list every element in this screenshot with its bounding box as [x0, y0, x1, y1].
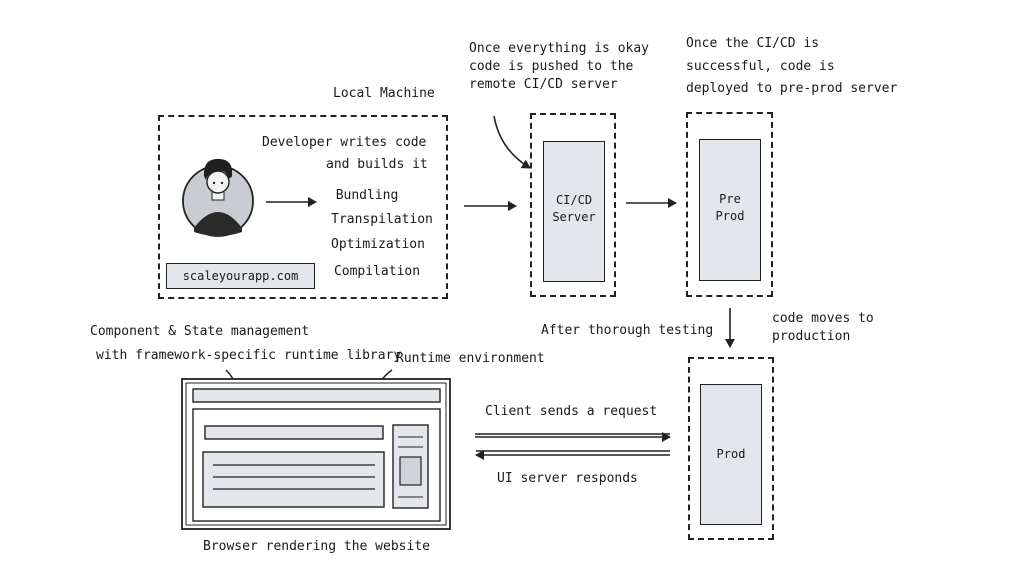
push-note-line3: remote CI/CD server — [469, 77, 618, 92]
after-testing-text: After thorough testing — [541, 323, 714, 338]
pre-prod-label: Pre Prod — [715, 192, 745, 223]
step-bundling: Bundling — [335, 188, 399, 203]
local-machine-title: Local Machine — [333, 86, 435, 101]
browser-caption: Browser rendering the website — [203, 539, 430, 554]
site-url-label: scaleyourapp.com — [166, 263, 315, 289]
code-moves-line2: production — [772, 329, 851, 344]
builds-it-text: and builds it — [326, 157, 428, 172]
cicd-server-box — [530, 113, 616, 297]
component-note-line2: with framework-specific runtime library — [96, 348, 402, 363]
cicd-server-label: CI/CD Server — [552, 193, 596, 224]
runtime-env-text: Runtime environment — [396, 351, 545, 366]
step-transpilation: Transpilation — [331, 212, 433, 227]
push-note-line2: code is pushed to the — [469, 59, 634, 74]
arrow-push-annotation — [493, 115, 531, 169]
cicd-server-column — [543, 141, 605, 282]
developer-avatar — [182, 158, 254, 237]
client-request-text: Client sends a request — [485, 404, 658, 419]
prod-column — [700, 384, 762, 525]
browser-window — [181, 378, 451, 530]
deploy-note-line3: deployed to pre-prod server — [686, 81, 898, 96]
component-note-line1: Component & State management — [90, 324, 310, 339]
local-machine-box — [158, 115, 448, 299]
step-compilation: Compilation — [333, 264, 421, 279]
push-note-line1: Once everything is okay — [469, 41, 650, 56]
prod-label: Prod — [716, 447, 746, 461]
dev-writes-code-text: Developer writes code — [262, 135, 427, 150]
pre-prod-box — [686, 112, 773, 297]
deploy-note-line1: Once the CI/CD is — [686, 36, 820, 51]
code-moves-line1: code moves to — [772, 311, 874, 326]
ui-responds-text: UI server responds — [497, 471, 638, 486]
prod-box — [688, 357, 774, 540]
deploy-note-line2: successful, code is — [686, 59, 835, 74]
pre-prod-column — [699, 139, 761, 281]
step-optimization: Optimization — [331, 237, 425, 252]
